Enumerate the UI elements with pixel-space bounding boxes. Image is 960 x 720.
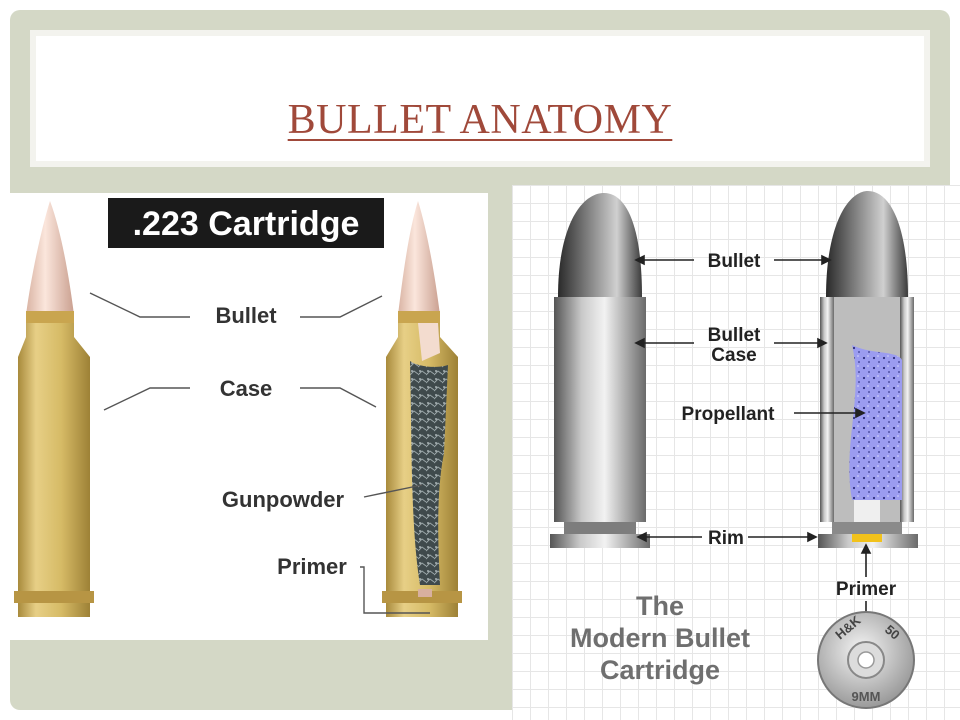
right-label-propellant: Propellant (682, 404, 776, 425)
left-leader-lines (89, 292, 430, 614)
title-box: BULLET ANATOMY (30, 30, 930, 167)
cutaway-9mm-cartridge-illustration (818, 191, 918, 548)
cartridge-223-heading: .223 Cartridge (133, 205, 360, 243)
cartridge-223-heading-box: .223 Cartridge (108, 198, 384, 248)
cartridge-223-diagram: .223 Cartridge (10, 193, 488, 640)
left-label-gunpowder: Gunpowder (222, 487, 345, 512)
intact-223-cartridge-illustration (14, 201, 94, 617)
caption-line3: Cartridge (600, 655, 720, 685)
headstamp-caliber: 9MM (852, 689, 881, 704)
caption-line1: The (636, 591, 684, 621)
right-label-bullet: Bullet (708, 251, 761, 272)
right-label-bullet-case-line1: Bullet (708, 325, 761, 346)
right-label-rim: Rim (708, 528, 744, 549)
right-label-bullet-case-line2: Case (711, 345, 756, 366)
right-label-primer: Primer (836, 579, 897, 600)
intact-9mm-cartridge-illustration (550, 193, 650, 548)
slide-title: BULLET ANATOMY (287, 97, 673, 143)
cutaway-223-cartridge-illustration (382, 201, 462, 617)
caption-line2: Modern Bullet (570, 623, 750, 653)
left-label-bullet: Bullet (215, 303, 277, 328)
cartridge-base-headstamp: H&K 50 9MM (817, 611, 915, 709)
modern-cartridge-diagram: Bullet Bullet Case Propellant Rim Primer… (512, 185, 960, 720)
left-label-primer: Primer (277, 554, 347, 579)
left-label-case: Case (220, 376, 273, 401)
